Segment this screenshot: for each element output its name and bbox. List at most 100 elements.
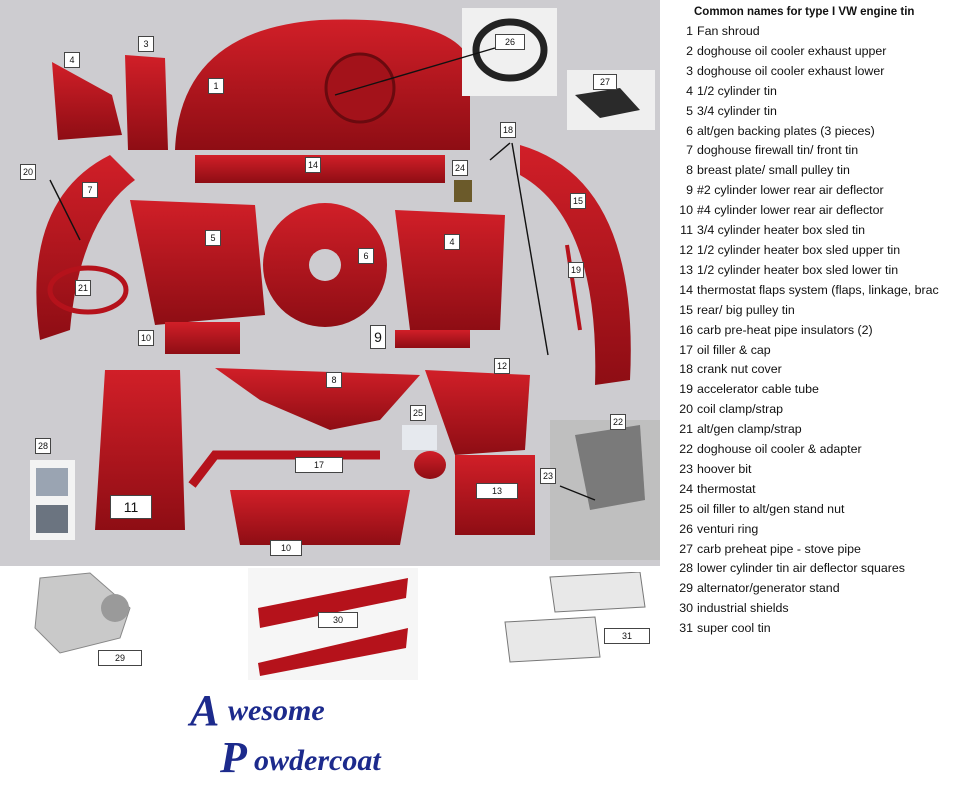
thermostat-part bbox=[454, 180, 472, 202]
legend-item-number: 21 bbox=[679, 422, 693, 437]
legend-item-number: 15 bbox=[679, 302, 693, 317]
breast-plate-part bbox=[215, 368, 420, 430]
photo-label-3: 3 bbox=[138, 36, 154, 52]
legend-item-name: lower cylinder tin air deflector squares bbox=[697, 561, 905, 576]
doghouse-lower-part bbox=[125, 55, 168, 150]
photo-label-6: 6 bbox=[358, 248, 374, 264]
legend-item: 17 oil filler & cap bbox=[676, 341, 960, 361]
photo-label-13: 13 bbox=[476, 483, 518, 499]
oil-filler-pipe bbox=[188, 450, 380, 488]
deflector-10 bbox=[165, 322, 240, 354]
legend-item-name: Fan shroud bbox=[697, 24, 760, 38]
photo-label-20: 20 bbox=[20, 164, 37, 180]
legend-item-number: 27 bbox=[679, 541, 693, 556]
legend-item-name: oil filler to alt/gen stand nut bbox=[697, 501, 845, 516]
legend-item-name: alternator/generator stand bbox=[697, 581, 840, 596]
legend-item: 11 3/4 cylinder heater box sled tin bbox=[676, 221, 960, 241]
crank-cover-part bbox=[230, 490, 410, 545]
photo-label-21: 21 bbox=[75, 280, 92, 296]
photo-label-25: 25 bbox=[410, 405, 427, 421]
legend-item-name: 1/2 cylinder heater box sled upper tin bbox=[697, 242, 901, 257]
photo-label-26: 26 bbox=[495, 34, 525, 50]
photo-label-14: 14 bbox=[305, 157, 322, 173]
deflector-9 bbox=[395, 330, 470, 348]
arrow-16-26 bbox=[334, 47, 496, 96]
engine-tin-illustration bbox=[30, 8, 660, 560]
photo-label-31: 31 bbox=[604, 628, 650, 644]
legend-item-number: 24 bbox=[679, 481, 693, 496]
photo-label-19: 19 bbox=[568, 262, 585, 278]
photo-label-11: 11 bbox=[110, 495, 152, 519]
alternator-stand-photo: 29 bbox=[20, 568, 150, 668]
legend-item-number: 5 bbox=[686, 103, 693, 118]
photo-label-24: 24 bbox=[452, 160, 469, 176]
cylinder-tin-4 bbox=[395, 210, 505, 330]
oil-filler-cap bbox=[414, 451, 446, 479]
cylinder-tin-5 bbox=[130, 200, 265, 325]
legend-item: 12 1/2 cylinder heater box sled upper tin bbox=[676, 241, 960, 261]
awesome-powdercoat-logo: A wesome P owdercoat bbox=[180, 680, 490, 782]
photo-label-5: 5 bbox=[205, 230, 221, 246]
photo-label-23: 23 bbox=[540, 468, 557, 484]
legend-item-number: 26 bbox=[679, 521, 693, 536]
legend-item: 7 doghouse firewall tin/ front tin bbox=[676, 141, 960, 161]
firewall-arch-right bbox=[520, 145, 631, 385]
legend-item-name: doghouse oil cooler exhaust upper bbox=[697, 43, 887, 58]
svg-text:wesome: wesome bbox=[228, 694, 325, 727]
legend-item-name: coil clamp/strap bbox=[697, 402, 784, 417]
photo-label-9: 9 bbox=[370, 325, 386, 349]
photo-label-1: 1 bbox=[208, 78, 224, 94]
legend-item-number: 7 bbox=[686, 143, 693, 158]
legend-item-name: breast plate/ small pulley tin bbox=[697, 163, 850, 178]
legend-item-name: 3/4 cylinder heater box sled tin bbox=[697, 223, 866, 238]
legend-item-name: oil filler & cap bbox=[697, 342, 771, 357]
legend-item-number: 17 bbox=[679, 342, 693, 357]
legend-item-name: 1/2 cylinder tin bbox=[697, 83, 777, 98]
legend-item-name: 3/4 cylinder tin bbox=[697, 103, 777, 118]
super-cool-tin-photo: 31 bbox=[500, 571, 660, 670]
legend-item-number: 31 bbox=[679, 621, 693, 636]
legend-item: 25 oil filler to alt/gen stand nut bbox=[676, 500, 960, 520]
photo-label-29: 29 bbox=[98, 650, 142, 666]
legend-item-number: 14 bbox=[679, 282, 693, 297]
heater-sled-11 bbox=[95, 370, 185, 530]
photo-label-17: 17 bbox=[295, 457, 343, 473]
svg-text:owdercoat: owdercoat bbox=[254, 744, 382, 777]
legend-item-number: 30 bbox=[679, 601, 693, 616]
legend-item-number: 12 bbox=[679, 242, 693, 257]
legend-item-number: 18 bbox=[679, 362, 693, 377]
arrow-18-left bbox=[489, 142, 511, 161]
legend-item-number: 10 bbox=[679, 203, 693, 218]
legend-item: 5 3/4 cylinder tin bbox=[676, 102, 960, 122]
industrial-shields-photo: 30 bbox=[248, 568, 418, 680]
legend-item-number: 2 bbox=[686, 43, 693, 58]
photo-label-27: 27 bbox=[593, 74, 617, 90]
legend-item-number: 20 bbox=[679, 402, 693, 417]
legend-title: Common names for type I VW engine tin bbox=[694, 6, 915, 18]
svg-text:P: P bbox=[219, 733, 248, 780]
legend-item-number: 11 bbox=[680, 223, 693, 238]
legend-item-name: doghouse firewall tin/ front tin bbox=[697, 143, 859, 158]
photo-label-10b: 10 bbox=[270, 540, 302, 556]
legend-item-number: 25 bbox=[679, 501, 693, 516]
arrow-18-right bbox=[511, 142, 549, 356]
arrow-23 bbox=[559, 485, 596, 501]
svg-text:A: A bbox=[187, 686, 219, 735]
photo-label-7: 7 bbox=[82, 182, 98, 198]
